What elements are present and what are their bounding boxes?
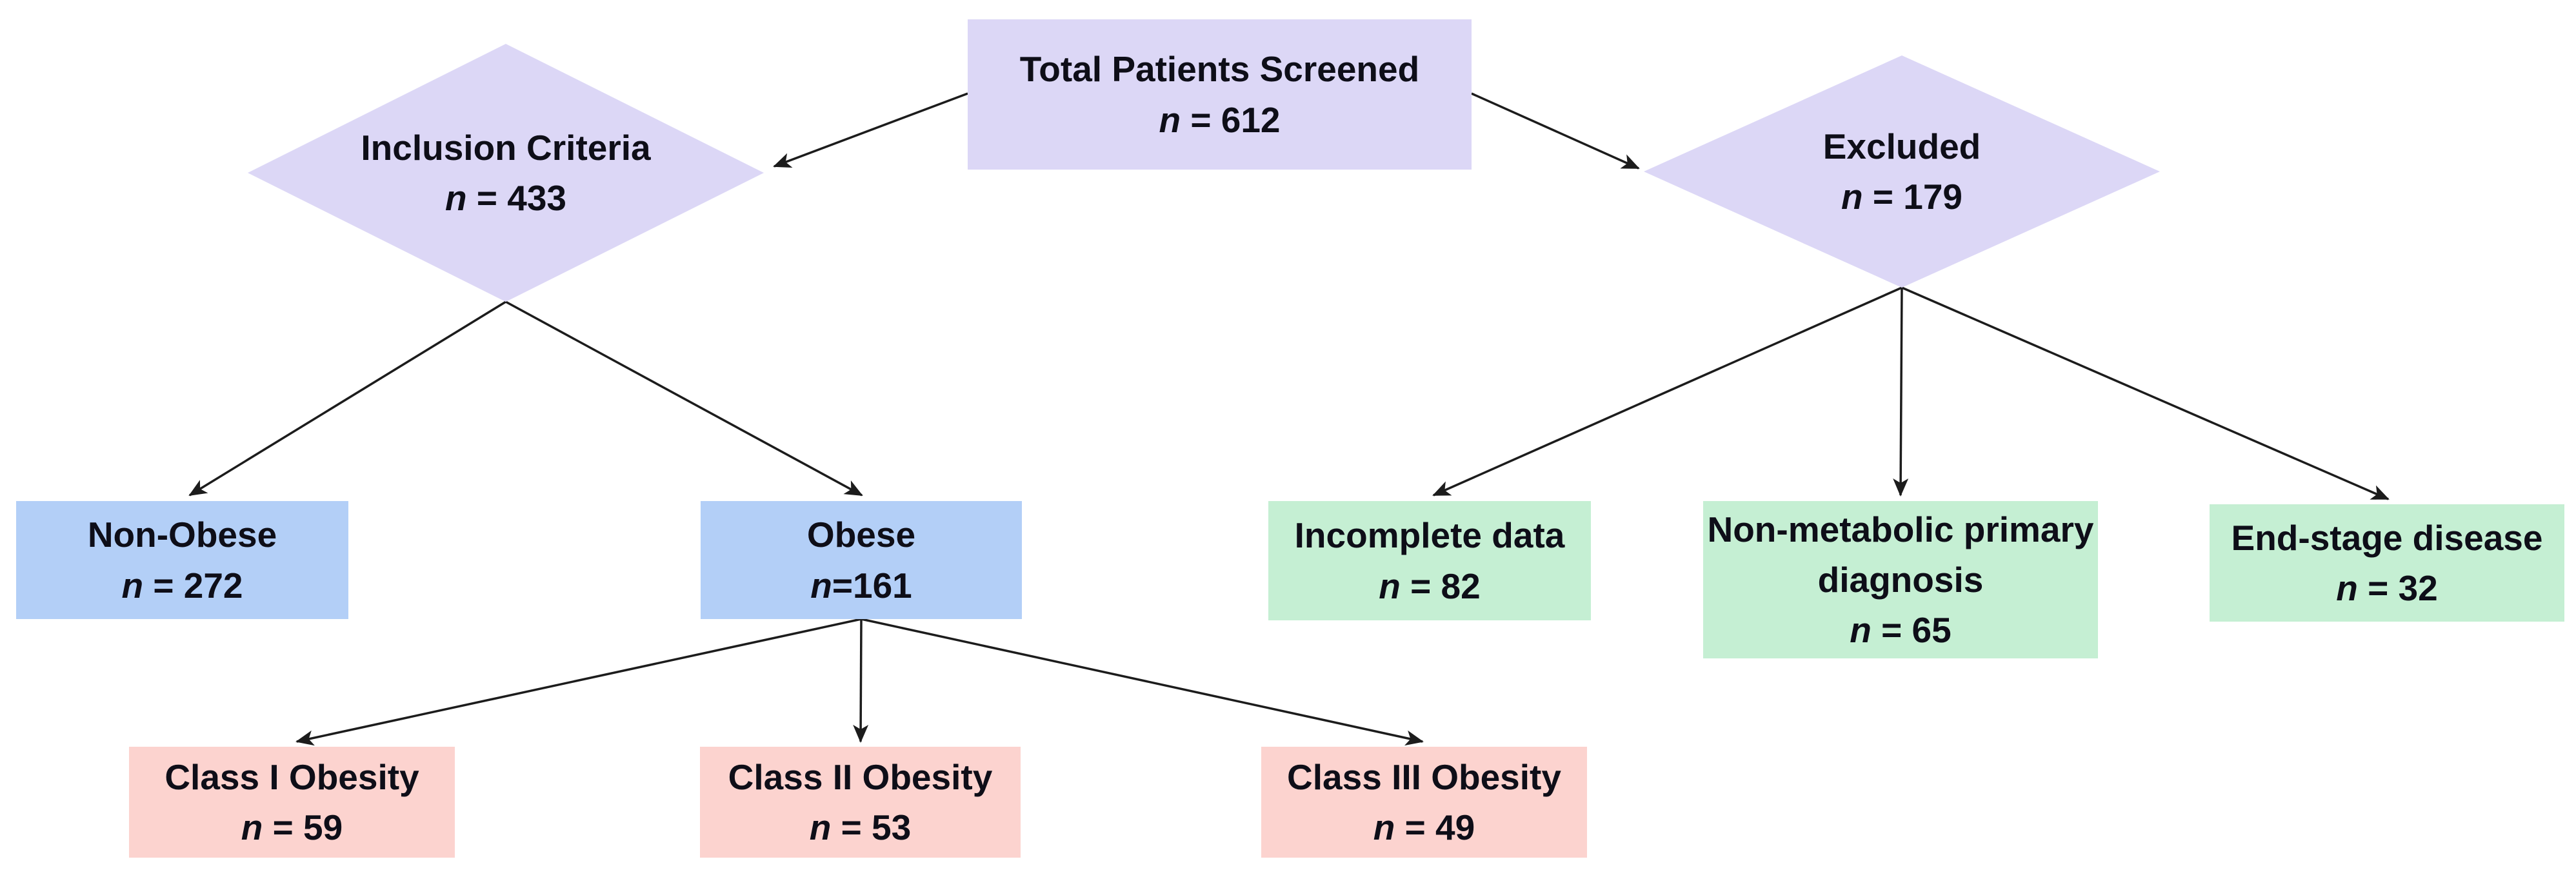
node-total-patients-screened: Total Patients Screened n = 612 [968,19,1472,170]
n-value: = 612 [1181,99,1281,140]
connector-obese-to-class3 [861,618,1424,746]
node-count: n=161 [810,560,912,611]
node-count: n = 32 [2336,563,2437,613]
node-label: Total Patients Screened [1019,49,1420,90]
node-label: Non-metabolic primary diagnosis [1707,509,2094,600]
n-symbol: n [121,565,144,606]
node-end-stage-disease: End-stage disease n = 32 [2210,504,2564,622]
node-count: n = 65 [1850,605,1951,655]
node-count: n = 272 [121,560,243,611]
n-symbol: n [2336,568,2358,608]
node-count: n = 82 [1379,561,1480,611]
node-class-3-obesity: Class III Obesity n = 49 [1261,747,1587,858]
n-symbol: n [1373,807,1395,847]
n-value: = 65 [1871,610,1952,651]
connector-excluded-to-incomplete [1432,286,1902,497]
node-label: Obese [806,515,916,555]
n-value: = 433 [466,178,567,218]
n-value: =161 [832,565,912,606]
node-label: Inclusion Criteria [361,127,651,168]
n-value: = 32 [2357,568,2438,608]
n-symbol: n [1841,177,1863,217]
connector-inclusion-to-obese [505,301,863,497]
n-symbol: n [809,807,832,847]
node-class-2-obesity: Class II Obesity n = 53 [700,747,1021,858]
n-symbol: n [444,178,467,218]
n-symbol: n [810,565,832,606]
node-label: Incomplete data [1294,515,1565,556]
n-value: = 272 [143,565,243,606]
connector-total-to-inclusion [773,92,968,168]
n-value: = 59 [263,807,343,847]
node-label: Class III Obesity [1287,756,1561,797]
node-label: Non-Obese [87,515,277,555]
connector-inclusion-to-non-obese [188,301,506,497]
node-label: Class I Obesity [165,756,419,797]
connector-obese-to-class1 [295,618,862,746]
node-obese: Obese n=161 [701,501,1022,619]
node-count: n = 179 [1841,172,1962,222]
n-value: = 179 [1862,177,1963,217]
node-count: n = 612 [1159,95,1280,145]
n-symbol: n [241,807,263,847]
node-count: n = 433 [445,173,566,223]
n-value: = 53 [831,807,912,847]
node-label: Class II Obesity [728,756,993,797]
n-value: = 82 [1400,566,1481,606]
node-label: End-stage disease [2231,517,2543,558]
node-count: n = 49 [1373,802,1475,852]
node-non-metabolic-primary-diagnosis: Non-metabolic primary diagnosis n = 65 [1703,501,2098,658]
node-count: n = 53 [810,802,911,852]
n-symbol: n [1379,566,1401,606]
connector-total-to-excluded [1471,92,1640,170]
connector-excluded-to-end-stage [1901,286,2390,500]
node-class-1-obesity: Class I Obesity n = 59 [129,747,455,858]
n-symbol: n [1159,99,1181,140]
n-symbol: n [1850,610,1872,651]
connector-excluded-to-non-metabolic [1893,287,1909,497]
node-non-obese: Non-Obese n = 272 [16,501,348,619]
node-count: n = 59 [241,802,343,852]
node-incomplete-data: Incomplete data n = 82 [1268,501,1591,620]
node-label: Excluded [1822,126,1981,166]
n-value: = 49 [1395,807,1475,847]
